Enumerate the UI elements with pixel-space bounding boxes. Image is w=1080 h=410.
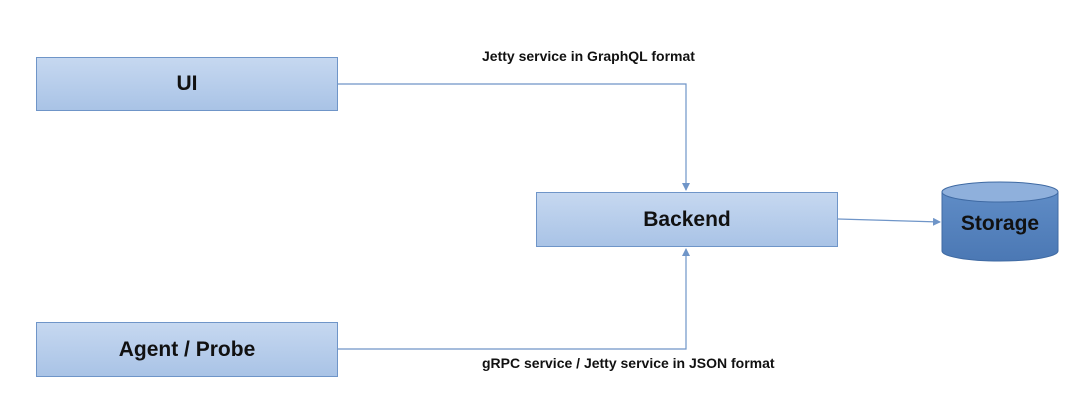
edge-label-grpc-json: gRPC service / Jetty service in JSON for…	[482, 355, 775, 371]
ui-node: UI	[36, 57, 338, 111]
edge-label-graphql: Jetty service in GraphQL format	[482, 48, 695, 64]
ui-node-label: UI	[176, 72, 198, 95]
backend-node: Backend	[536, 192, 838, 247]
storage-node-label: Storage	[960, 212, 1040, 235]
connector-backend-to-storage	[837, 217, 941, 226]
storage-cylinder	[941, 181, 1059, 262]
connector-agent-to-backend	[338, 248, 690, 350]
agent-probe-node: Agent / Probe	[36, 322, 338, 377]
agent-probe-node-label: Agent / Probe	[118, 337, 256, 361]
connector-ui-to-backend	[338, 83, 690, 191]
backend-node-label: Backend	[643, 207, 731, 231]
